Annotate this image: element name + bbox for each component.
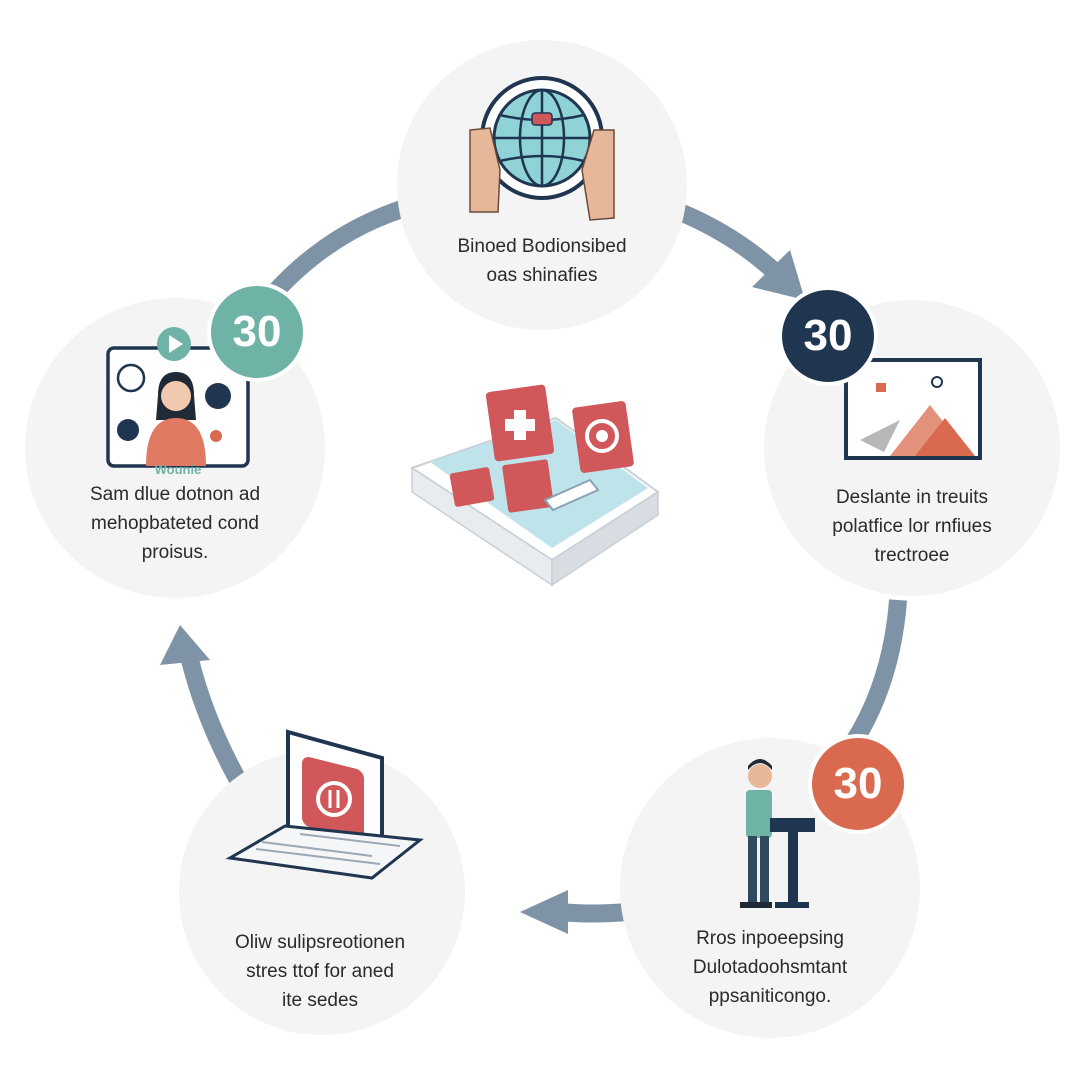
node-left-line-2: mehopbateted cond — [91, 513, 259, 534]
node-bottom-left-line-3: ite sedes — [281, 990, 359, 1011]
node-right-line-3: trectroee — [874, 545, 950, 566]
step-badge-left: 30 — [207, 282, 307, 382]
arrow-head-left — [160, 625, 210, 665]
speaker-podium-icon — [740, 759, 815, 908]
globe-hands-icon — [469, 76, 615, 221]
node-left-line-1: Sam dlue dotnon ad — [89, 484, 261, 505]
arrow-right-to-bottom-right — [847, 599, 907, 745]
node-bottom-left-text: Oliw sulipsreotionen stres ttof for aned… — [200, 928, 440, 1015]
node-right-line-2: polatfice lor rnfiues — [832, 516, 992, 537]
arrow-bottom-right-to-bottom-left — [559, 903, 629, 923]
image-frame-icon — [844, 358, 982, 460]
node-right-text: Deslante in treuits polatfice lor rnfiue… — [792, 483, 1032, 570]
cycle-connectors — [160, 199, 907, 934]
arrow-head-top-right — [752, 250, 805, 300]
node-bottom-right-line-2: Dulotadoohsmtant — [692, 957, 848, 978]
laptop-icon — [225, 729, 424, 880]
arrow-head-bottom — [520, 890, 568, 934]
node-top-line-1: Binoed Bodionsibed — [457, 236, 627, 257]
book-with-cards-icon — [409, 384, 660, 587]
arrow-top-to-right — [676, 203, 782, 279]
node-bottom-left-line-1: Oliw sulipsreotionen — [234, 932, 406, 953]
node-bottom-right-line-1: Rros inpoeepsing — [696, 928, 844, 949]
arrow-bottom-left-to-left — [181, 657, 246, 785]
person-screen-icon — [106, 327, 250, 468]
node-bottom-left-line-2: stres ttof for aned — [246, 961, 394, 982]
step-badge-right: 30 — [778, 286, 878, 386]
arrow-left-to-top — [268, 199, 408, 299]
node-left-text: Sam dlue dotnon ad mehopbateted cond pro… — [55, 480, 295, 567]
node-right-line-1: Deslante in treuits — [835, 487, 989, 508]
node-bottom-left-circle — [179, 749, 465, 1035]
node-top-text: Binoed Bodionsibed oas shinafies — [412, 232, 672, 290]
step-badge-bottom-right: 30 — [808, 734, 908, 834]
node-top-line-2: oas shinafies — [486, 265, 598, 286]
screen-caption: Wounie — [155, 462, 202, 477]
node-left-line-3: proisus. — [141, 542, 209, 563]
node-bottom-right-line-3: ppsaniticongo. — [708, 986, 832, 1007]
node-bottom-right-text: Rros inpoeepsing Dulotadoohsmtant ppsani… — [660, 924, 880, 1011]
